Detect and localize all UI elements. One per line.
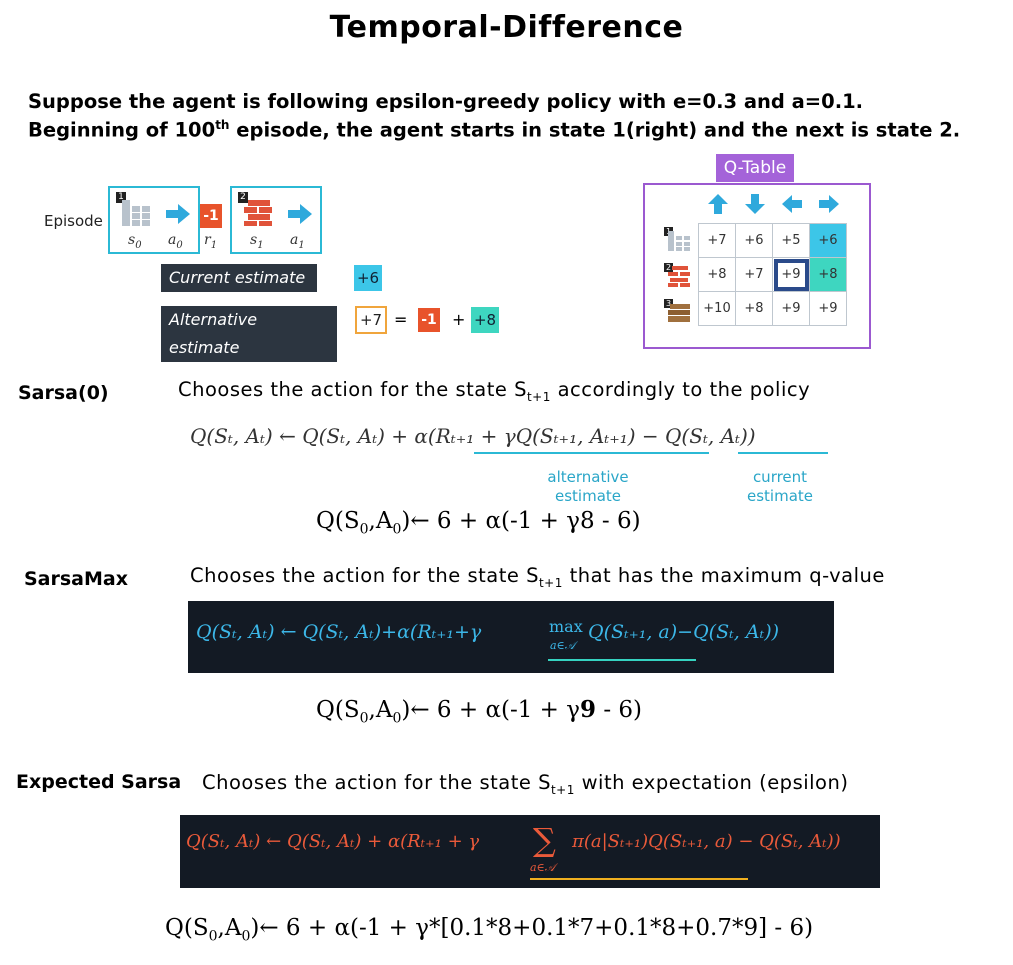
sarsamax-calculation: Q(S0,A0)← 6 + α(-1 + γ9 - 6)	[316, 696, 643, 727]
max-subscript: a∈𝒜	[550, 639, 576, 652]
sarsa0-heading: Sarsa(0)	[18, 382, 109, 404]
sarsamax-formula-box: Q(Sₜ, Aₜ) ← Q(Sₜ, Aₜ)+α(Rₜ₊₁+γ max a∈𝒜 Q…	[188, 601, 834, 673]
episode-step-1-box: 2 s1 a1	[230, 186, 322, 254]
alt-next-value: +8	[471, 307, 499, 333]
episode-step-0-box: 1 s0 a0	[108, 186, 200, 254]
left-arrow-icon	[782, 195, 802, 213]
q-table: +7 +6 +5 +6 +8 +7 +9 +8 +10 +8 +9 +9	[698, 223, 847, 326]
q-table-row: +10 +8 +9 +9	[698, 291, 847, 326]
alternative-underline	[474, 452, 709, 454]
q-table-row: +8 +7 +9 +8	[698, 257, 847, 292]
current-estimate-label: Current estimate	[161, 264, 317, 292]
s0-label: s0	[128, 232, 142, 251]
s1-label: s1	[250, 232, 264, 251]
expected-sarsa-formula-box: Q(Sₜ, Aₜ) ← Q(Sₜ, Aₜ) + α(Rₜ₊₁ + γ ∑ a∈𝒜…	[180, 815, 880, 888]
current-estimate-annotation: current estimate	[746, 468, 813, 505]
r1-label: r1	[204, 232, 218, 251]
page-title: Temporal-Difference	[329, 10, 684, 45]
q-table-frame	[643, 183, 871, 349]
q-cell: +6	[735, 223, 773, 258]
plus-sign: +	[452, 310, 466, 329]
right-arrow-icon	[819, 195, 839, 213]
q-state-2-icon: 2	[664, 263, 692, 287]
expected-sarsa-description: Chooses the action for the state St+1 wi…	[202, 771, 849, 797]
state-number-badge: 1	[116, 192, 126, 203]
right-arrow-icon	[288, 204, 312, 224]
intro-line-1: Suppose the agent is following epsilon-g…	[28, 90, 864, 113]
q-cell-selected: +9	[772, 257, 810, 292]
sarsamax-description: Chooses the action for the state St+1 th…	[190, 564, 885, 590]
q-cell: +10	[698, 291, 736, 326]
expected-formula-right: π(a|Sₜ₊₁)Q(Sₜ₊₁, a) − Q(Sₜ, Aₜ))	[572, 831, 841, 852]
alternative-estimate-label: Alternative estimate	[161, 306, 337, 362]
q-table-row: +7 +6 +5 +6	[698, 223, 847, 258]
q-cell-highlight-current: +6	[809, 223, 847, 258]
state-2-brick-icon	[244, 200, 274, 226]
q-cell-highlight-next: +8	[809, 257, 847, 292]
alternative-estimate-annotation: alternative estimate	[547, 468, 629, 505]
q-cell: +7	[698, 223, 736, 258]
current-estimate-value: +6	[354, 265, 382, 291]
sum-subscript: a∈𝒜	[530, 861, 556, 874]
q-cell: +9	[809, 291, 847, 326]
q-cell: +5	[772, 223, 810, 258]
intro-line-2: Beginning of 100th episode, the agent st…	[28, 118, 961, 142]
sarsa0-formula: Q(Sₜ, Aₜ) ← Q(Sₜ, Aₜ) + α(Rₜ₊₁ + γQ(Sₜ₊₁…	[190, 424, 756, 448]
expected-sarsa-calculation: Q(S0,A0)← 6 + α(-1 + γ*[0.1*8+0.1*7+0.1*…	[165, 915, 814, 945]
sarsamax-formula-right: Q(Sₜ₊₁, a)−Q(Sₜ, Aₜ))	[588, 621, 780, 643]
q-cell: +8	[735, 291, 773, 326]
expectation-underline	[530, 878, 748, 880]
up-arrow-icon	[708, 194, 728, 214]
q-state-3-icon: 3	[664, 299, 692, 323]
q-state-1-icon: 1	[664, 227, 692, 251]
episode-label: Episode	[44, 212, 103, 230]
a1-label: a1	[290, 232, 305, 251]
a0-label: a0	[168, 232, 183, 251]
sarsamax-formula-left: Q(Sₜ, Aₜ) ← Q(Sₜ, Aₜ)+α(Rₜ₊₁+γ	[196, 621, 482, 643]
current-underline	[738, 452, 828, 454]
alt-reward-chip: -1	[418, 308, 440, 332]
reward-chip: -1	[200, 204, 222, 228]
state-number-badge: 2	[238, 192, 248, 203]
down-arrow-icon	[745, 194, 765, 214]
sum-operator: ∑	[533, 821, 556, 859]
state-1-icon	[122, 200, 152, 226]
max-underline	[548, 659, 696, 661]
right-arrow-icon	[166, 204, 190, 224]
max-operator: max	[549, 617, 583, 636]
q-cell: +9	[772, 291, 810, 326]
expected-sarsa-heading: Expected Sarsa	[16, 771, 182, 793]
sarsamax-heading: SarsaMax	[24, 568, 128, 590]
q-cell: +7	[735, 257, 773, 292]
sarsa0-calculation: Q(S0,A0)← 6 + α(-1 + γ8 - 6)	[316, 508, 641, 538]
q-table-header: Q-Table	[716, 154, 794, 182]
alternative-estimate-value: +7	[355, 306, 387, 334]
sarsa0-description: Chooses the action for the state St+1 ac…	[178, 378, 811, 404]
expected-formula-left: Q(Sₜ, Aₜ) ← Q(Sₜ, Aₜ) + α(Rₜ₊₁ + γ	[186, 831, 480, 852]
equals-sign: =	[394, 310, 408, 329]
q-cell: +8	[698, 257, 736, 292]
